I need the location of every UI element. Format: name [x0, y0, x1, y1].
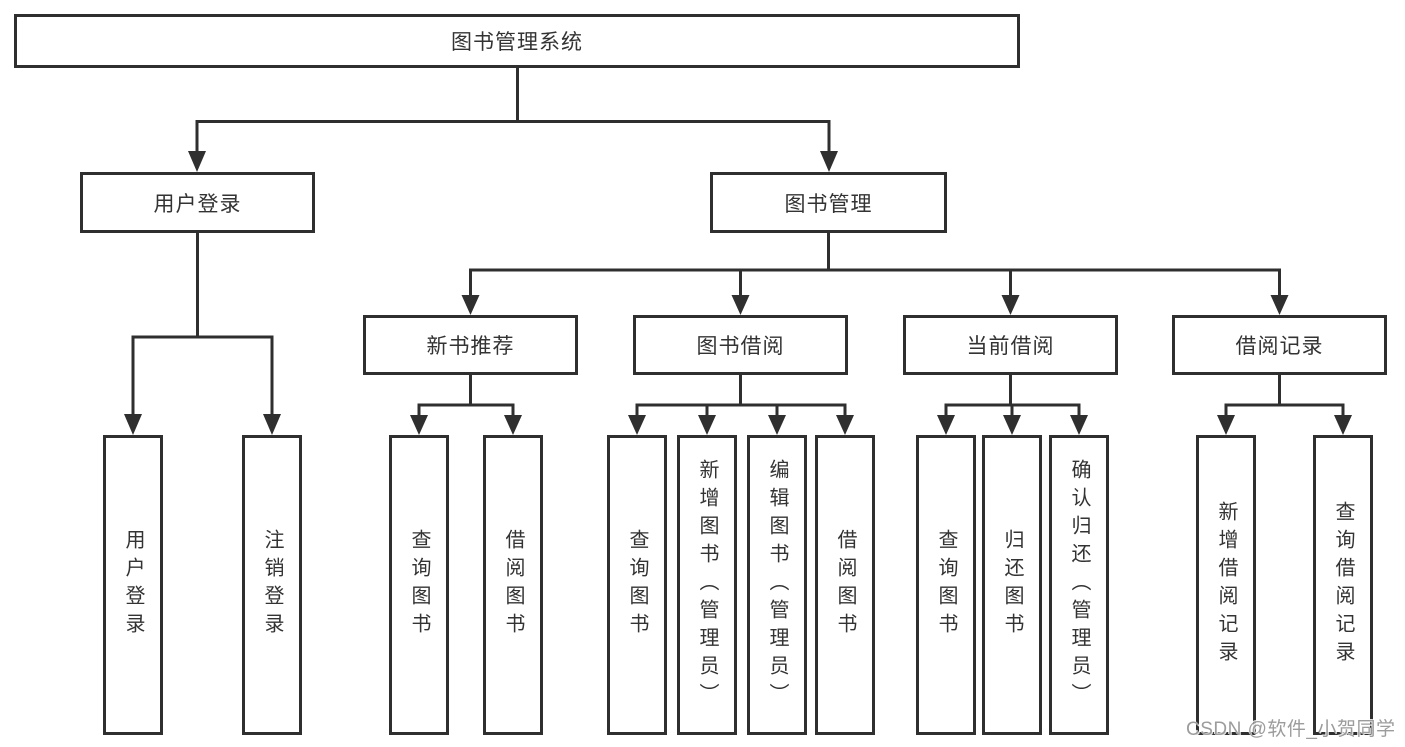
connector-borrow-records — [1217, 375, 1352, 435]
connector-root — [188, 68, 838, 172]
node-borrow-query-book-label: 查询图书 — [626, 529, 648, 641]
node-book-management: 图书管理 — [710, 172, 947, 233]
node-borrow-query-book: 查询图书 — [607, 435, 667, 735]
node-current-confirm-return-label: 确认归还（管理员） — [1068, 459, 1090, 711]
connector-new-book-recommend — [410, 375, 522, 435]
node-book-borrow: 图书借阅 — [633, 315, 848, 375]
node-logout-label: 注销登录 — [261, 529, 283, 641]
node-current-return-book: 归还图书 — [982, 435, 1042, 735]
node-user-login: 用户登录 — [103, 435, 163, 735]
connector-book-management — [461, 233, 1289, 315]
node-recommend-query-book: 查询图书 — [389, 435, 449, 735]
node-records-add-record: 新增借阅记录 — [1196, 435, 1256, 735]
node-borrow-add-book-label: 新增图书（管理员） — [696, 459, 718, 711]
node-user-login-group-label: 用户登录 — [153, 192, 242, 216]
connector-user-login — [124, 233, 281, 435]
node-current-return-book-label: 归还图书 — [1001, 529, 1023, 641]
node-recommend-borrow-book-label: 借阅图书 — [502, 529, 524, 641]
node-new-book-recommend: 新书推荐 — [363, 315, 578, 375]
node-borrow-borrow-book-label: 借阅图书 — [834, 529, 856, 641]
node-borrow-edit-book: 编辑图书（管理员） — [747, 435, 807, 735]
node-borrow-records-label: 借阅记录 — [1235, 335, 1324, 358]
node-recommend-query-book-label: 查询图书 — [408, 529, 430, 641]
node-records-query-record-label: 查询借阅记录 — [1332, 501, 1354, 669]
node-user-login-label: 用户登录 — [122, 529, 144, 641]
node-book-borrow-label: 图书借阅 — [696, 335, 785, 358]
node-root: 图书管理系统 — [14, 14, 1020, 68]
connector-book-borrow — [628, 375, 854, 435]
node-logout: 注销登录 — [242, 435, 302, 735]
node-new-book-recommend-label: 新书推荐 — [426, 335, 515, 358]
node-borrow-add-book: 新增图书（管理员） — [677, 435, 737, 735]
node-borrow-records: 借阅记录 — [1172, 315, 1387, 375]
node-recommend-borrow-book: 借阅图书 — [483, 435, 543, 735]
node-book-management-label: 图书管理 — [784, 192, 873, 216]
node-current-query-book-label: 查询图书 — [935, 529, 957, 641]
node-root-label: 图书管理系统 — [451, 31, 583, 54]
node-current-confirm-return: 确认归还（管理员） — [1049, 435, 1109, 735]
node-records-query-record: 查询借阅记录 — [1313, 435, 1373, 735]
node-current-borrow: 当前借阅 — [903, 315, 1118, 375]
node-records-add-record-label: 新增借阅记录 — [1215, 501, 1237, 669]
node-current-query-book: 查询图书 — [916, 435, 976, 735]
csdn-watermark: CSDN @软件_小贺同学 — [1186, 719, 1396, 740]
node-user-login-group: 用户登录 — [80, 172, 315, 233]
node-current-borrow-label: 当前借阅 — [966, 335, 1055, 358]
node-borrow-borrow-book: 借阅图书 — [815, 435, 875, 735]
connector-current-borrow — [937, 375, 1088, 435]
node-borrow-edit-book-label: 编辑图书（管理员） — [766, 459, 788, 711]
